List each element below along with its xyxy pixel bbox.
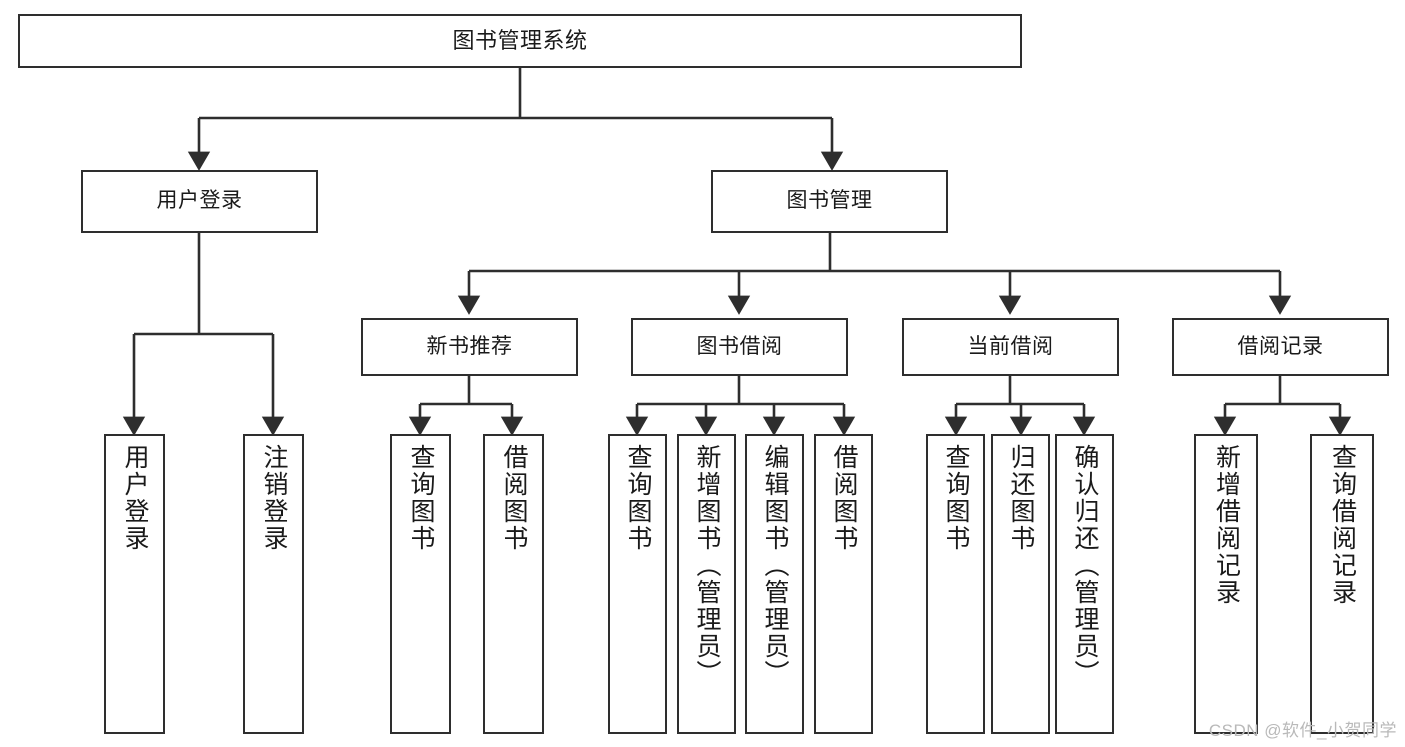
node-label: 查询图书 — [624, 444, 652, 552]
node-label: 当前借阅 — [967, 334, 1054, 358]
node-label: 编辑图书（管理员） — [761, 444, 789, 687]
node-label: 用户登录 — [121, 444, 149, 552]
node-leaf-add-book-admin[interactable]: 新增图书（管理员） — [677, 434, 736, 734]
node-label: 确认归还（管理员） — [1071, 444, 1099, 687]
node-label: 借阅图书 — [500, 444, 528, 552]
node-leaf-logout[interactable]: 注销登录 — [243, 434, 304, 734]
node-label: 图书借阅 — [696, 334, 783, 358]
node-leaf-borrow-book-new[interactable]: 借阅图书 — [483, 434, 544, 734]
node-label: 图书管理 — [786, 189, 873, 213]
node-label: 新增借阅记录 — [1212, 444, 1241, 606]
node-label: 图书管理系统 — [452, 28, 588, 54]
node-leaf-borrow-book[interactable]: 借阅图书 — [814, 434, 873, 734]
node-leaf-query-borrow-record[interactable]: 查询借阅记录 — [1310, 434, 1374, 734]
node-book-borrow[interactable]: 图书借阅 — [631, 318, 848, 376]
node-borrow-record[interactable]: 借阅记录 — [1172, 318, 1389, 376]
node-label: 用户登录 — [156, 189, 243, 213]
node-leaf-user-login[interactable]: 用户登录 — [104, 434, 165, 734]
node-label: 新书推荐 — [426, 334, 513, 358]
node-leaf-query-book-new[interactable]: 查询图书 — [390, 434, 451, 734]
node-new-book-recommend[interactable]: 新书推荐 — [361, 318, 578, 376]
node-leaf-return-book[interactable]: 归还图书 — [991, 434, 1050, 734]
node-current-borrow[interactable]: 当前借阅 — [902, 318, 1119, 376]
node-root-system[interactable]: 图书管理系统 — [18, 14, 1022, 68]
node-leaf-confirm-return-admin[interactable]: 确认归还（管理员） — [1055, 434, 1114, 734]
node-label: 新增图书（管理员） — [693, 444, 721, 687]
node-label: 借阅记录 — [1237, 334, 1324, 358]
node-leaf-query-book-current[interactable]: 查询图书 — [926, 434, 985, 734]
csdn-watermark: CSDN @软件_小贺同学 — [1208, 721, 1397, 740]
node-label: 归还图书 — [1007, 444, 1035, 552]
node-user-login[interactable]: 用户登录 — [81, 170, 318, 233]
node-label: 查询图书 — [407, 444, 435, 552]
node-label: 查询图书 — [942, 444, 970, 552]
node-book-management[interactable]: 图书管理 — [711, 170, 948, 233]
node-label: 借阅图书 — [830, 444, 858, 552]
node-leaf-query-book-borrow[interactable]: 查询图书 — [608, 434, 667, 734]
node-leaf-add-borrow-record[interactable]: 新增借阅记录 — [1194, 434, 1258, 734]
node-label: 查询借阅记录 — [1328, 444, 1357, 606]
node-leaf-edit-book-admin[interactable]: 编辑图书（管理员） — [745, 434, 804, 734]
node-label: 注销登录 — [260, 444, 288, 552]
